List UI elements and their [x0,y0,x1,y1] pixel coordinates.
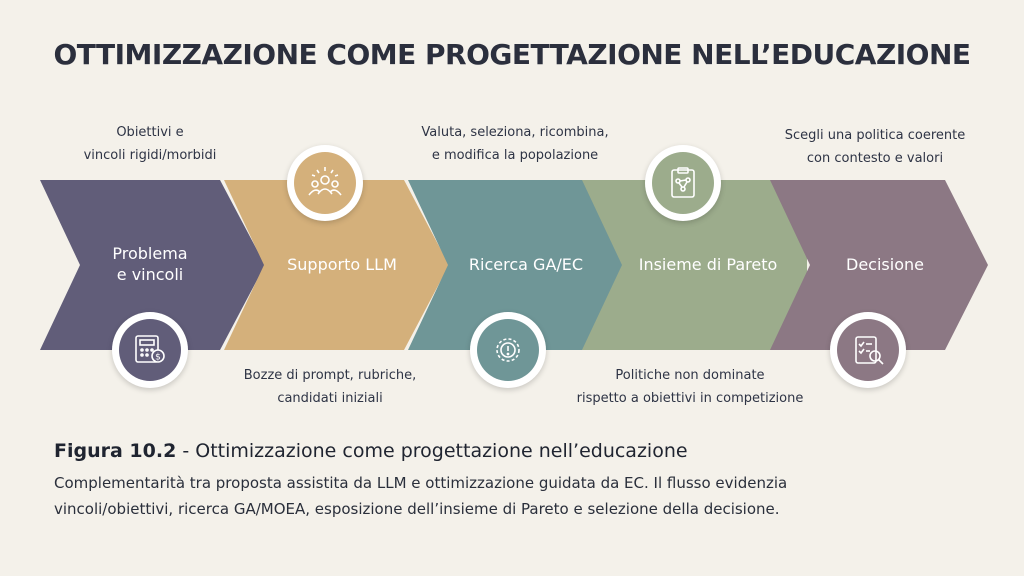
figure-label: Figura 10.2 [54,440,177,462]
figure-caption: Figura 10.2 - Ottimizzazione come proget… [54,440,994,523]
step-3-note-line1: Valuta, seleziona, ricombina, [421,125,609,140]
step-4-label: Insieme di Pareto [638,254,778,274]
checklist-magnifier-icon [837,319,899,381]
step-3-label: Ricerca GA/EC [468,254,584,274]
chevron-step-4 [582,180,807,350]
step-1-label-line1: Problema [112,244,188,264]
caption-description: Complementarità tra proposta assistita d… [54,470,994,523]
figure-title: Ottimizzazione come progettazione nell’e… [195,440,688,462]
team-ideas-icon [294,152,356,214]
chevron-step-3 [408,180,633,350]
step-1-note-line1: Obiettivi e [116,125,184,140]
caption-description-line2: vincoli/obiettivi, ricerca GA/MOEA, espo… [54,500,780,519]
caption-description-line1: Complementarità tra proposta assistita d… [54,474,788,492]
svg-text:$: $ [155,353,161,363]
step-5-badge [830,312,906,388]
gear-alert-icon [477,319,539,381]
step-1-note-line2: vincoli rigidi/morbidi [83,147,217,163]
caption-separator: - [176,440,196,462]
chevron-step-5 [770,180,990,350]
step-4-note: Politiche non dominate rispetto a obiett… [560,365,820,411]
clipboard-network-icon [652,152,714,214]
chevron-step-2 [224,180,449,350]
step-4-note-line2: rispetto a obiettivi in competizione [576,390,804,406]
step-2-note-line2: candidati iniziali [277,390,383,406]
step-4-badge [645,145,721,221]
caption-heading: Figura 10.2 - Ottimizzazione come proget… [54,440,994,462]
step-4-note-line1: Politiche non dominate [615,368,765,383]
step-2-label: Supporto LLM [287,254,397,274]
page-title: OTTIMIZZAZIONE COME PROGETTAZIONE NELL’E… [53,38,971,71]
calculator-cost-icon: $ [119,319,181,381]
chevron-step-1 [40,180,265,350]
step-2-note-line1: Bozze di prompt, rubriche, [243,368,417,383]
step-3-note-line2: e modifica la popolazione [431,147,599,163]
step-2-badge [287,145,363,221]
step-1-badge: $ [112,312,188,388]
step-2-note: Bozze di prompt, rubriche, candidati ini… [210,365,450,411]
step-3-note: Valuta, seleziona, ricombina, e modifica… [400,122,630,168]
step-3-badge [470,312,546,388]
step-5-note-line2: con contesto e valori [806,150,944,166]
step-5-note-line1: Scegli una politica coerente [784,128,966,143]
step-1-note: Obiettivi e vincoli rigidi/morbidi [55,122,245,168]
step-5-note: Scegli una politica coerente con contest… [760,125,990,171]
step-5-label: Decisione [846,254,924,274]
step-1-label-line2: e vincoli [116,265,184,284]
